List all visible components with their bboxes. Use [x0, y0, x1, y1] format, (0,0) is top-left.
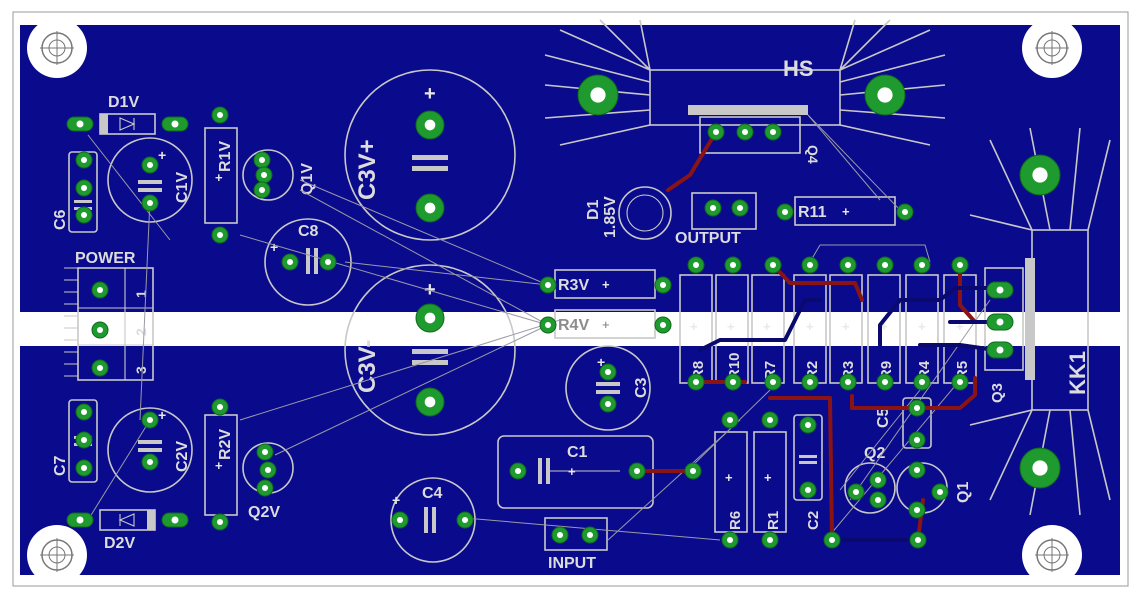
svg-text:+: +: [764, 470, 772, 485]
svg-text:+: +: [880, 319, 888, 334]
label-c1: C1: [567, 444, 588, 461]
label-c4: C4: [422, 485, 443, 502]
label-c8: C8: [298, 223, 319, 240]
label-kk1: KK1: [1065, 351, 1090, 395]
connector-output: [691, 192, 757, 230]
svg-text:+: +: [215, 170, 223, 185]
svg-text:+: +: [424, 83, 436, 105]
label-c3v-plus: C3V+: [354, 139, 381, 200]
svg-text:+: +: [215, 458, 223, 473]
transistor-q1v: [242, 149, 294, 201]
capacitor-c2: [793, 414, 823, 501]
transistor-q3: [984, 258, 1035, 380]
svg-text:+: +: [842, 319, 850, 334]
svg-text:+: +: [568, 464, 576, 479]
label-q4: Q4: [805, 145, 821, 164]
capacitor-c3: +: [565, 345, 651, 431]
svg-text:+: +: [270, 239, 278, 255]
label-c5: C5: [875, 407, 892, 428]
mounting-hole-top-left: [40, 31, 74, 65]
label-c2v: C2V: [174, 441, 191, 472]
label-c1v: C1V: [174, 172, 191, 203]
svg-text:+: +: [690, 319, 698, 334]
label-hs: HS: [783, 56, 814, 81]
label-output: OUTPUT: [675, 230, 741, 247]
pads: [66, 74, 1061, 549]
label-c3: C3: [633, 377, 650, 398]
svg-text:+: +: [158, 147, 166, 163]
svg-text:+: +: [727, 319, 735, 334]
label-q1v: Q1V: [299, 163, 316, 195]
transistor-q4: [688, 105, 808, 154]
label-power-pin1: 1: [133, 290, 149, 298]
label-r2v: R2V: [217, 429, 234, 460]
svg-text:+: +: [806, 319, 814, 334]
mounting-hole-bottom-right: [1035, 538, 1069, 572]
label-power-pin2: 2: [133, 328, 149, 336]
label-c6: C6: [52, 209, 69, 230]
label-r1: R1: [765, 511, 782, 530]
capacitor-c2v: +: [107, 407, 193, 493]
resistor-plus-marks: + + + + + + + +: [690, 319, 964, 334]
label-q1: Q1: [955, 482, 972, 503]
label-r10: R10: [726, 352, 743, 380]
airwires: [87, 114, 991, 541]
svg-text:+: +: [392, 492, 400, 508]
label-q2v: Q2V: [248, 504, 280, 521]
resistor-r1v: +: [204, 127, 238, 224]
svg-text:+: +: [725, 470, 733, 485]
label-power: POWER: [75, 250, 136, 267]
label-r11: R11: [798, 204, 827, 221]
capacitor-c3v-plus: +: [344, 69, 516, 241]
label-d1-value: 1.85V: [602, 196, 619, 238]
capacitor-c4: +: [390, 477, 476, 563]
svg-text:+: +: [602, 277, 610, 292]
svg-text:+: +: [763, 319, 771, 334]
traces-top-layer: [635, 130, 1002, 542]
svg-text:+: +: [597, 354, 605, 370]
svg-text:+: +: [602, 317, 610, 332]
label-r3v: R3V: [558, 277, 589, 294]
diode-d2v: [99, 509, 156, 531]
copper-pour-top: [20, 25, 1120, 312]
label-c3v-minus: C3V-: [354, 340, 381, 393]
label-d2v: D2V: [104, 535, 135, 552]
label-d1: D1: [585, 199, 602, 220]
svg-text:+: +: [842, 204, 850, 219]
label-power-pin3: 3: [133, 366, 149, 374]
label-q3: Q3: [989, 383, 1006, 403]
label-r6: R6: [727, 511, 744, 530]
led-d1: [618, 186, 672, 240]
label-input: INPUT: [548, 555, 596, 572]
svg-text:+: +: [918, 319, 926, 334]
svg-text:+: +: [956, 319, 964, 334]
mounting-hole-bottom-left: [40, 538, 74, 572]
label-r1v: R1V: [217, 141, 234, 172]
connector-input: [544, 517, 608, 551]
connector-power: [64, 267, 154, 381]
resistor-r11: +: [794, 196, 896, 226]
svg-text:+: +: [158, 407, 166, 423]
capacitor-c1v: +: [107, 137, 193, 223]
label-d1v: D1V: [108, 94, 139, 111]
label-r4v: R4V: [558, 317, 589, 334]
label-c2: C2: [805, 511, 822, 530]
mounting-hole-top-right: [1035, 31, 1069, 65]
label-c7: C7: [52, 455, 69, 476]
diode-d1v: [99, 113, 156, 135]
capacitor-c8: +: [264, 218, 352, 306]
transistor-q2: [844, 462, 896, 514]
